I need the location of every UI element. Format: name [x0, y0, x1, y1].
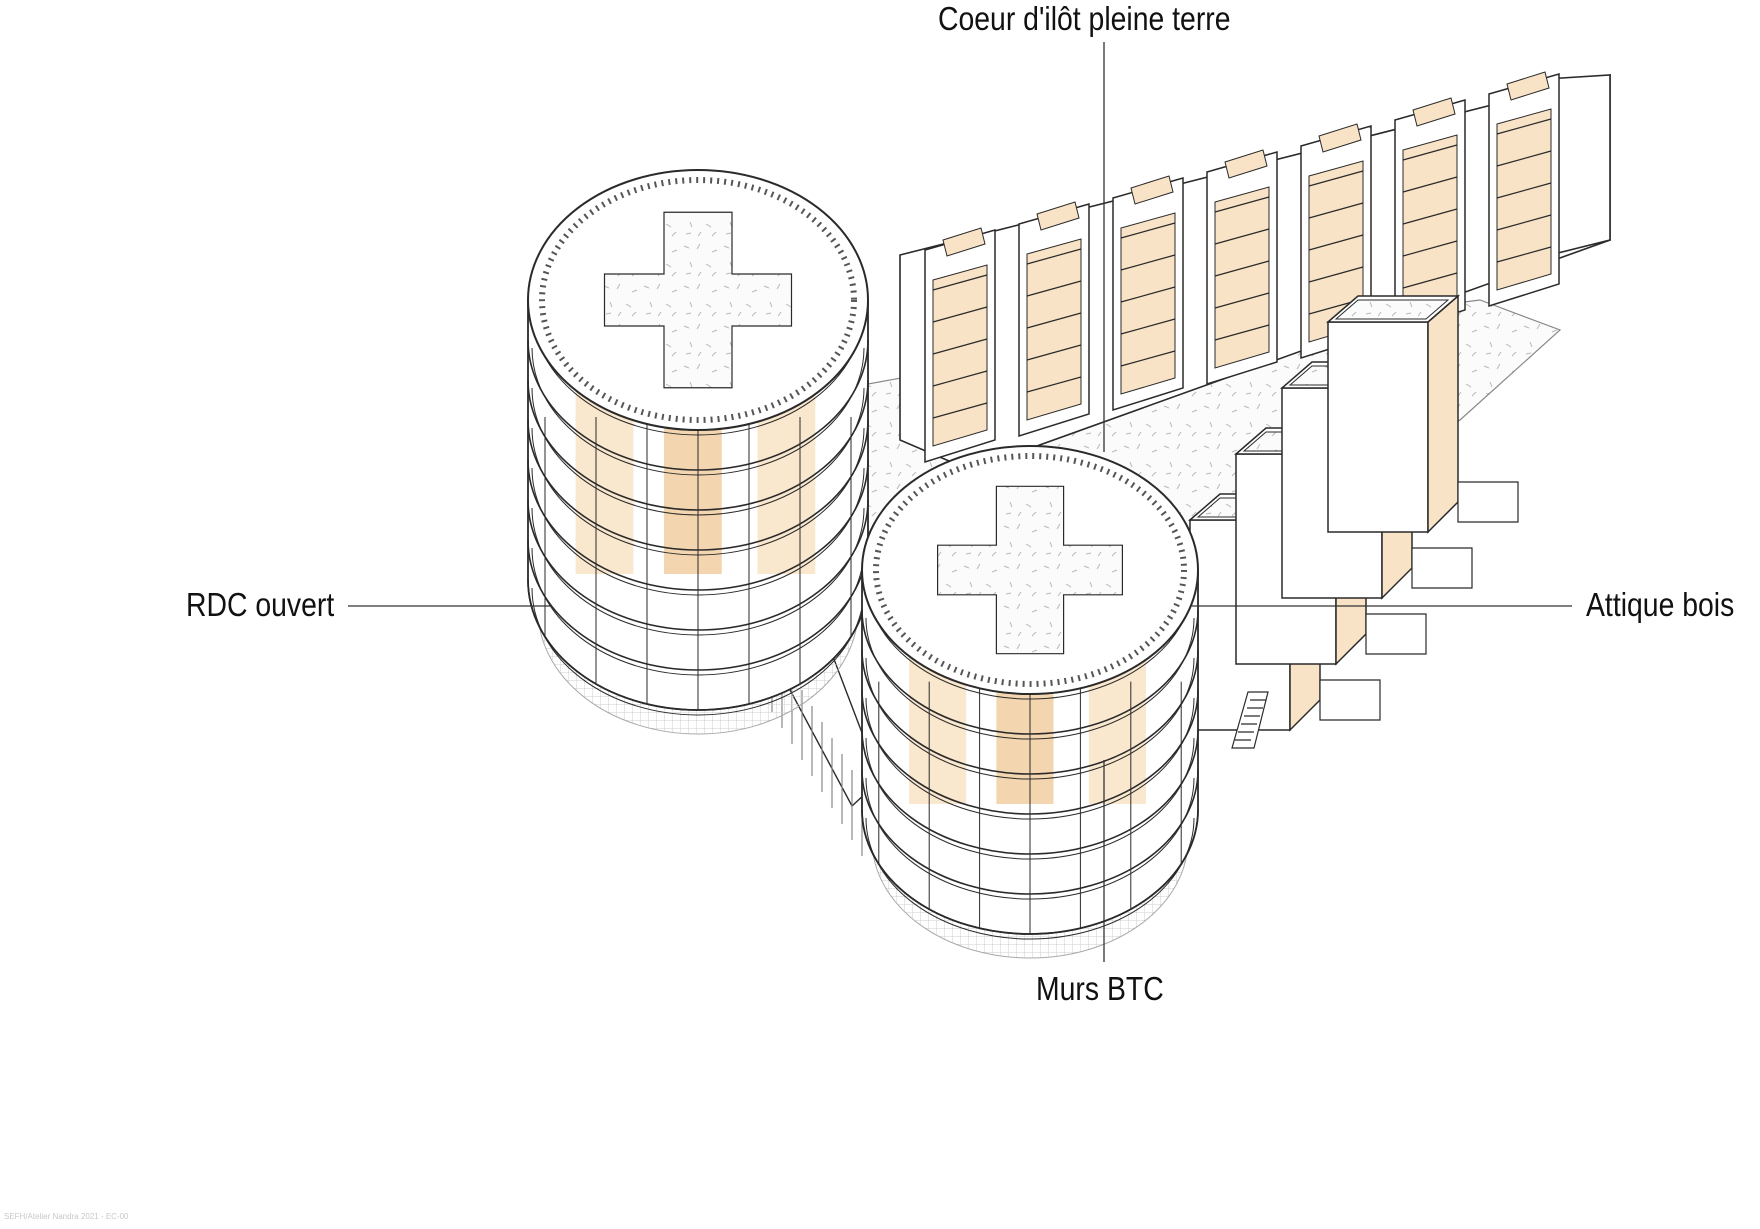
roof-parapet [539, 177, 857, 423]
villa-annex [1365, 613, 1427, 655]
roof-parapet [873, 453, 1187, 687]
rooftop-pavilion [1224, 149, 1268, 179]
roof-terrace [936, 485, 1124, 655]
rooftop-pavilion [1318, 123, 1362, 153]
villa-annex [1411, 547, 1473, 589]
bar-unit [1206, 149, 1278, 386]
villa [1325, 294, 1519, 534]
rooftop-pavilion [942, 227, 986, 257]
bar-unit [1488, 71, 1560, 308]
footnote: SEFH/Atelier Nandra 2021 - EC-00 [4, 1212, 129, 1221]
label-btc-walls: Murs BTC [1036, 970, 1164, 1007]
bar-unit [1018, 201, 1090, 438]
round-tower-left [527, 169, 869, 735]
rooftop-pavilion [1130, 175, 1174, 205]
exterior-stair [1231, 691, 1269, 749]
rooftop-pavilion [1412, 97, 1456, 127]
rooftop-pavilion [1506, 71, 1550, 101]
round-tower-front [861, 445, 1199, 959]
rooftop-pavilion [1036, 201, 1080, 231]
label-timber-attic: Attique bois [1586, 586, 1735, 623]
bar-unit [1300, 123, 1372, 360]
villa-row [1187, 294, 1519, 732]
villa-annex [1319, 679, 1381, 721]
leader-lines [348, 42, 1572, 962]
label-open-ground-floor: RDC ouvert [186, 586, 335, 623]
roof-terrace [603, 211, 793, 389]
label-courtyard: Coeur d'ilôt pleine terre [938, 0, 1231, 37]
villa-annex [1457, 481, 1519, 523]
bar-unit [924, 227, 996, 464]
terraced-housing-bar [899, 71, 1611, 471]
bar-unit [1394, 97, 1466, 334]
bar-unit [1112, 175, 1184, 412]
